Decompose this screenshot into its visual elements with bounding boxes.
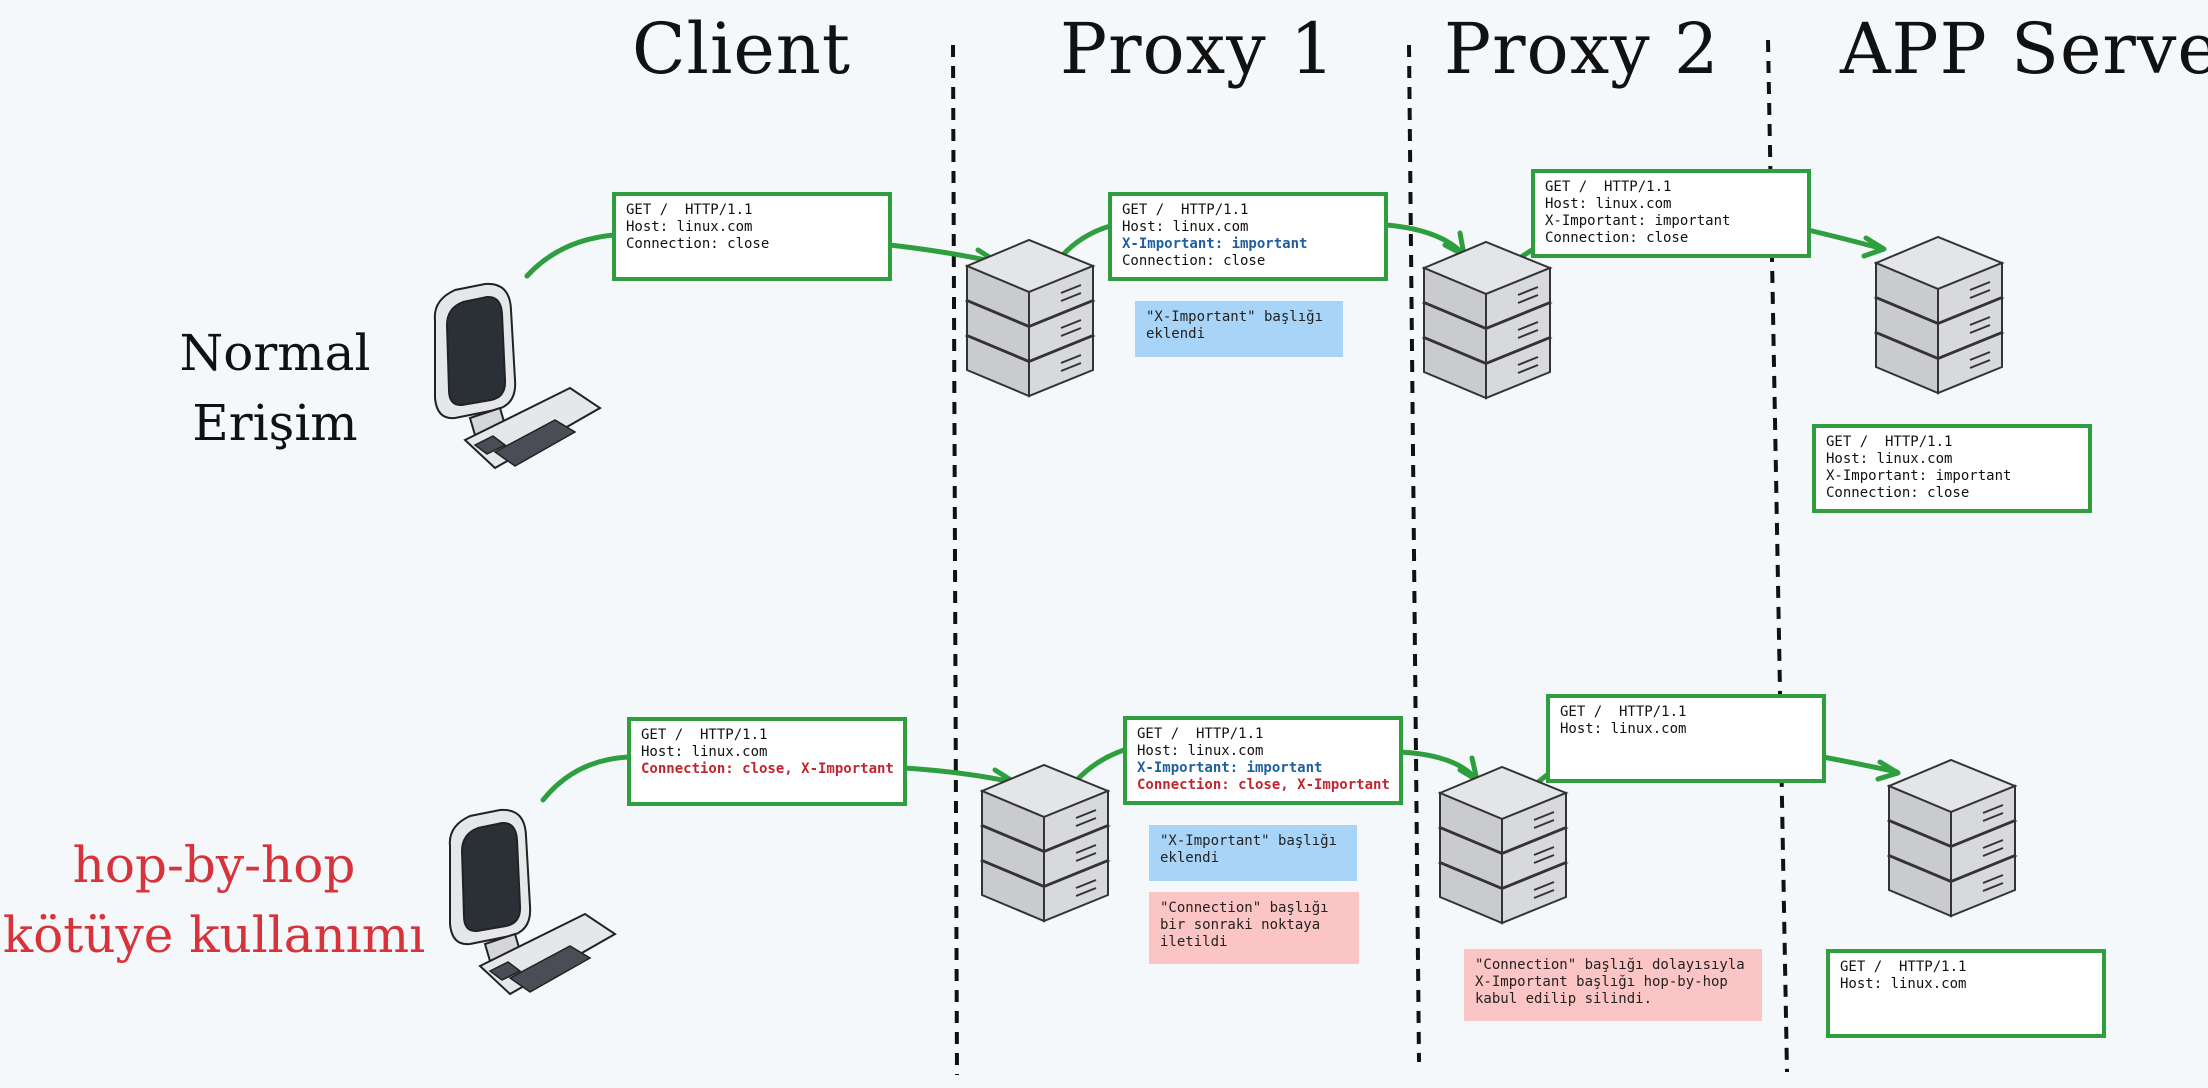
request-box-server-bottom: GET / HTTP/1.1 Host: linux.com — [1826, 949, 2106, 1038]
request-line-added-header: X-Important: important — [1137, 760, 1323, 776]
request-line-added-header: X-Important: important — [1122, 236, 1308, 252]
row-label-line: kötüye kullanımı — [2, 906, 426, 964]
server-stack-icon — [1422, 240, 1553, 400]
note-line: X-Important başlığı hop-by-hop — [1475, 974, 1728, 990]
desktop-computer-icon — [448, 808, 617, 996]
row-label-normal: Normal Erişim — [160, 318, 390, 458]
request-line: Host: linux.com — [1137, 743, 1264, 759]
note-line: "X-Important" başlığı — [1146, 309, 1324, 325]
request-line: Connection: close — [1545, 230, 1689, 246]
request-box-client-bottom: GET / HTTP/1.1 Host: linux.com Connectio… — [627, 717, 907, 806]
arrow-client-proxy1-bottom — [902, 765, 1015, 785]
server-stack-icon — [980, 763, 1111, 923]
request-line: GET / HTTP/1.1 — [626, 202, 753, 218]
request-line: Host: linux.com — [1560, 721, 1687, 737]
request-line: GET / HTTP/1.1 — [1826, 434, 1953, 450]
note-line: eklendi — [1146, 326, 1206, 342]
request-box-proxy2-top: GET / HTTP/1.1 Host: linux.com X-Importa… — [1531, 169, 1811, 258]
column-title-proxy2: Proxy 2 — [1444, 8, 1720, 90]
note-line: iletildi — [1160, 934, 1228, 950]
request-box-client-top: GET / HTTP/1.1 Host: linux.com Connectio… — [612, 192, 892, 281]
request-line: X-Important: important — [1826, 468, 2012, 484]
desktop-computer-icon — [433, 282, 602, 470]
row-label-abuse: hop-by-hop kötüye kullanımı — [0, 830, 428, 970]
request-line: GET / HTTP/1.1 — [1137, 726, 1264, 742]
note-line: "Connection" başlığı dolayısıyla — [1475, 957, 1745, 973]
request-line: Host: linux.com — [1545, 196, 1672, 212]
row-label-line: Normal — [179, 324, 371, 382]
server-stack-icon — [965, 238, 1096, 398]
request-box-proxy2-bottom: GET / HTTP/1.1 Host: linux.com — [1546, 694, 1826, 783]
note-line: "Connection" başlığı — [1160, 900, 1329, 916]
link-client-top — [524, 232, 617, 279]
request-line: Host: linux.com — [1840, 976, 1967, 992]
request-line: Host: linux.com — [641, 744, 768, 760]
note-line: "X-Important" başlığı — [1160, 833, 1338, 849]
request-line: Host: linux.com — [1826, 451, 1953, 467]
request-line: GET / HTTP/1.1 — [1545, 179, 1672, 195]
link-client-bottom — [540, 754, 631, 803]
request-box-server-top: GET / HTTP/1.1 Host: linux.com X-Importa… — [1812, 424, 2092, 513]
request-line: Host: linux.com — [626, 219, 753, 235]
column-title-proxy1: Proxy 1 — [1060, 8, 1336, 90]
column-title-app-server: APP Server — [1840, 8, 2208, 90]
note-line: eklendi — [1160, 850, 1220, 866]
row-label-line: hop-by-hop — [72, 836, 356, 894]
note-line: bir sonraki noktaya — [1160, 917, 1321, 933]
server-stack-icon — [1887, 758, 2018, 918]
server-stack-icon — [1438, 765, 1569, 925]
request-box-proxy1-bottom: GET / HTTP/1.1 Host: linux.com X-Importa… — [1123, 716, 1403, 805]
note-header-removed: "Connection" başlığı dolayısıyla X-Impor… — [1464, 949, 1762, 1021]
arrow-head-6 — [1875, 759, 1901, 782]
request-line: X-Important: important — [1545, 213, 1731, 229]
row-label-line: Erişim — [192, 394, 358, 452]
request-line: Connection: close — [1122, 253, 1266, 269]
separator-client-proxy1 — [951, 44, 959, 1076]
arrow-proxy1-proxy2-top — [1384, 222, 1465, 256]
arrow-head-3 — [1861, 235, 1887, 259]
request-line: Connection: close — [626, 236, 770, 252]
request-line: GET / HTTP/1.1 — [641, 727, 768, 743]
request-box-proxy1-top: GET / HTTP/1.1 Host: linux.com X-Importa… — [1108, 192, 1388, 281]
note-line: kabul edilip silindi. — [1475, 991, 1653, 1007]
request-line-malicious-connection: Connection: close, X-Important — [1137, 777, 1390, 793]
server-stack-icon — [1874, 235, 2005, 395]
column-title-client: Client — [632, 8, 851, 90]
request-line: GET / HTTP/1.1 — [1560, 704, 1687, 720]
request-line: GET / HTTP/1.1 — [1122, 202, 1249, 218]
note-header-added-top: "X-Important" başlığı eklendi — [1135, 301, 1343, 357]
request-line: GET / HTTP/1.1 — [1840, 959, 1967, 975]
note-connection-forwarded: "Connection" başlığı bir sonraki noktaya… — [1149, 892, 1359, 964]
request-line: Host: linux.com — [1122, 219, 1249, 235]
request-line: Connection: close — [1826, 485, 1970, 501]
request-line-malicious-connection: Connection: close, X-Important — [641, 761, 894, 777]
note-header-added-bottom: "X-Important" başlığı eklendi — [1149, 825, 1357, 881]
separator-proxy1-proxy2 — [1407, 44, 1421, 1063]
